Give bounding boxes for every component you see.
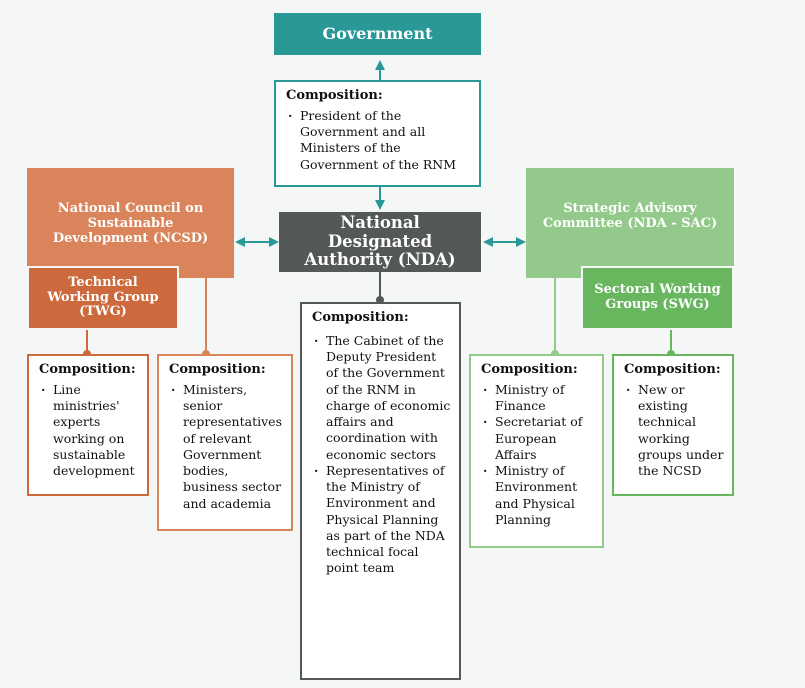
- ncsd-composition-item: Ministers, senior representatives of rel…: [169, 382, 283, 512]
- government-composition-box: Composition: President of the Government…: [274, 80, 481, 187]
- sac-composition-item: Secretariat of European Affairs: [481, 414, 594, 463]
- twg-composition-title: Composition:: [39, 362, 136, 377]
- swg-title: Sectoral Working Groups (SWG): [594, 282, 721, 312]
- sac-composition-box: Composition: Ministry of Finance Secreta…: [469, 354, 604, 548]
- nda-composition-item: The Cabinet of the Deputy President of t…: [312, 333, 451, 463]
- twg-title: Technical Working Group (TWG): [47, 274, 159, 320]
- sac-composition-item: Ministry of Environment and Physical Pla…: [481, 463, 594, 528]
- swg-composition-box: Composition: New or existing technical w…: [612, 354, 734, 496]
- government-box: Government: [274, 13, 481, 55]
- twg-box: Technical Working Group (TWG): [27, 266, 179, 330]
- swg-composition-item: New or existing technical working groups…: [624, 382, 724, 480]
- government-composition-title: Composition:: [286, 88, 383, 103]
- government-composition-item: President of the Government and all Mini…: [286, 108, 471, 173]
- nda-composition-title: Composition:: [312, 310, 409, 325]
- twg-composition-item: Line ministries' experts working on sust…: [39, 382, 139, 480]
- sac-composition-title: Composition:: [481, 362, 578, 377]
- nda-composition-item: Representatives of the Ministry of Envir…: [312, 463, 451, 577]
- nda-title: National Designated Authority (NDA): [304, 212, 456, 270]
- government-title: Government: [322, 23, 433, 43]
- sac-composition-item: Ministry of Finance: [481, 382, 594, 415]
- nda-composition-box: Composition: The Cabinet of the Deputy P…: [300, 302, 461, 680]
- swg-box: Sectoral Working Groups (SWG): [581, 266, 734, 330]
- ncsd-composition-title: Composition:: [169, 362, 266, 377]
- nda-box: National Designated Authority (NDA): [279, 212, 481, 272]
- swg-composition-title: Composition:: [624, 362, 721, 377]
- ncsd-title: National Council on Sustainable Developm…: [52, 201, 209, 246]
- ncsd-composition-box: Composition: Ministers, senior represent…: [157, 354, 293, 531]
- sac-title: Strategic Advisory Committee (NDA - SAC): [542, 201, 718, 231]
- ncsd-box: National Council on Sustainable Developm…: [27, 168, 234, 278]
- twg-composition-box: Composition: Line ministries' experts wo…: [27, 354, 149, 496]
- sac-box: Strategic Advisory Committee (NDA - SAC): [526, 168, 734, 278]
